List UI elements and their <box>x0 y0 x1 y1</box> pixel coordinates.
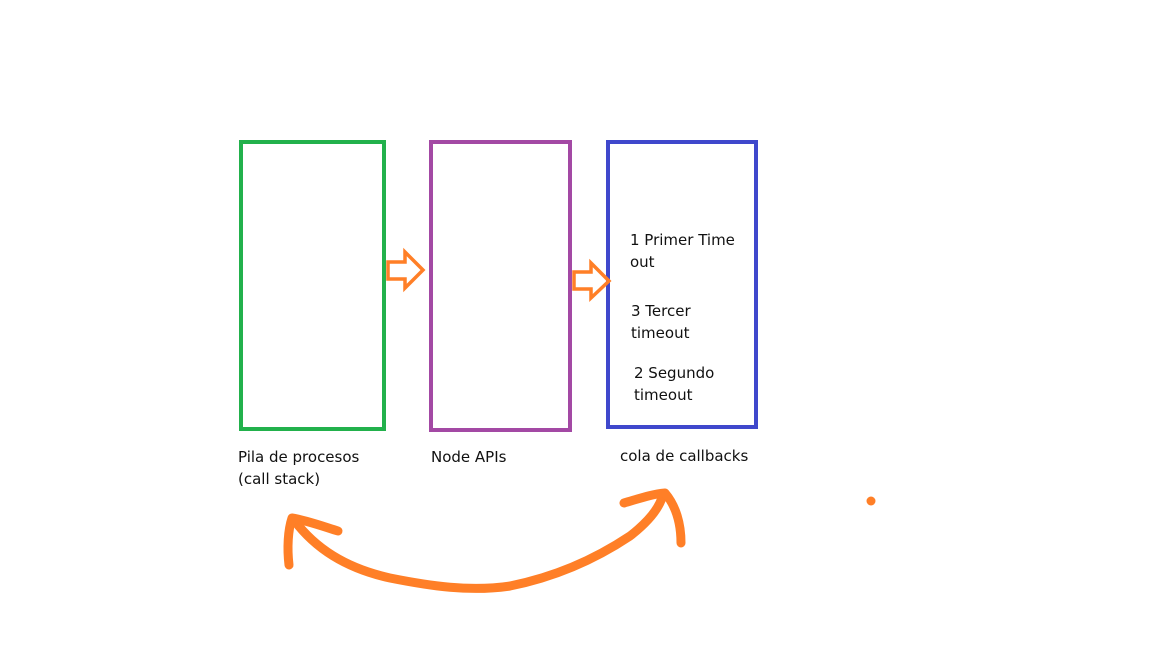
call-stack-label-line2: (call stack) <box>238 470 321 488</box>
event-loop-curve-icon <box>289 489 668 593</box>
queue-item-2-line2: timeout <box>631 324 690 342</box>
queue-item-3-line1: 2 Segundo <box>634 364 715 382</box>
queue-item-1-line2: out <box>630 253 655 271</box>
stray-dot-icon <box>866 496 876 506</box>
node-apis-box <box>429 140 572 432</box>
call-stack-box <box>239 140 386 431</box>
apis-to-queue-arrow-icon <box>572 258 612 303</box>
queue-item-2-line1: 3 Tercer <box>631 302 691 320</box>
callback-queue-label: cola de callbacks <box>620 447 749 465</box>
node-apis-label: Node APIs <box>431 448 507 466</box>
queue-item-3-line2: timeout <box>634 386 693 404</box>
call-stack-label-line1: Pila de procesos <box>238 448 360 466</box>
callback-queue-box <box>606 140 758 429</box>
loop-right-arrowhead-icon <box>619 488 686 548</box>
queue-item-1-line1: 1 Primer Time <box>630 231 735 249</box>
stack-to-apis-arrow-icon <box>386 247 426 293</box>
loop-left-arrowhead-icon <box>283 513 343 570</box>
